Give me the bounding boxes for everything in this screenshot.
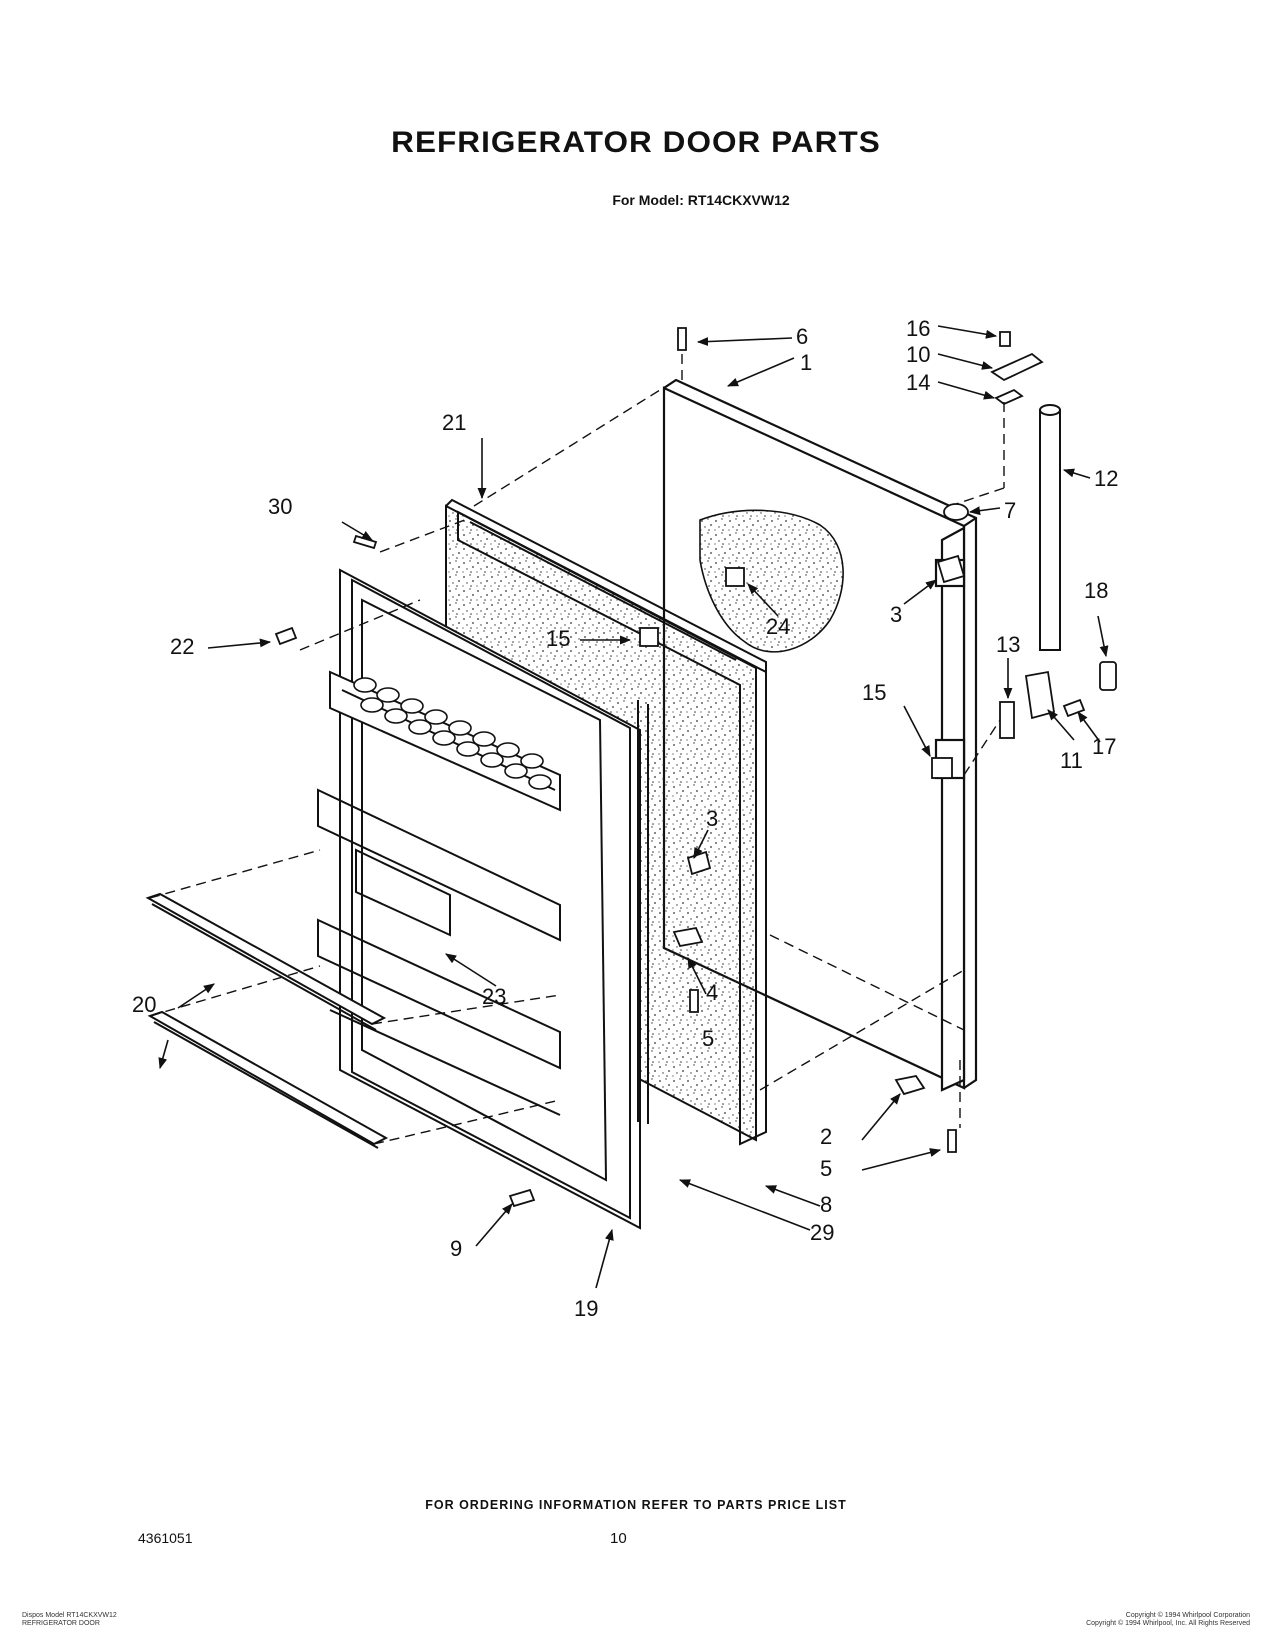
model-subtitle: For Model: RT14CKXVW12	[612, 192, 790, 208]
hinge-pin	[1039, 404, 1061, 651]
callout-labels: 6 1 16 10 14 12 7 3 24 18 13 15 11 17 21…	[132, 316, 1118, 1321]
gasket-strip	[637, 700, 649, 1124]
fine-print-left-line: REFRIGERATOR DOOR	[22, 1620, 100, 1627]
callout-8: 8	[820, 1192, 832, 1217]
page-title: REFRIGERATOR DOOR PARTS	[391, 126, 881, 159]
callout-6: 6	[796, 324, 808, 349]
callout-24: 24	[766, 614, 790, 639]
callout-9: 9	[450, 1236, 462, 1261]
callout-15-left: 15	[546, 626, 570, 651]
callout-7: 7	[1004, 498, 1016, 523]
fine-print-right-line: Copyright © 1994 Whirlpool Corporation	[1125, 1612, 1250, 1619]
callout-16: 16	[906, 316, 930, 341]
callout-11: 11	[1060, 748, 1083, 773]
callout-3-lower: 3	[706, 806, 718, 831]
hardware	[274, 327, 1117, 1208]
callout-12: 12	[1094, 466, 1118, 491]
fine-print-left-line: Dispos Model RT14CKXVW12	[22, 1612, 117, 1619]
callout-3-upper: 3	[890, 602, 902, 627]
callout-10: 10	[906, 342, 930, 367]
callout-13: 13	[996, 632, 1020, 657]
callout-23: 23	[482, 984, 506, 1009]
callout-14: 14	[906, 370, 930, 395]
callout-20: 20	[132, 992, 156, 1017]
callout-2: 2	[820, 1124, 832, 1149]
shelf-bars	[145, 892, 389, 1149]
document-number: 4361051	[138, 1530, 193, 1546]
fine-print-left: Dispos Model RT14CKXVW12 REFRIGERATOR DO…	[22, 1612, 117, 1628]
callout-18: 18	[1084, 578, 1108, 603]
callout-19: 19	[574, 1296, 598, 1321]
page-number: 10	[610, 1530, 627, 1547]
fine-print-right-line: Copyright © 1994 Whirlpool, Inc. All Rig…	[1086, 1620, 1250, 1627]
callout-17: 17	[1092, 734, 1116, 759]
callout-5-right: 5	[820, 1156, 832, 1181]
callout-22: 22	[170, 634, 194, 659]
assembly-lines	[149, 354, 1005, 1145]
leader-lines	[158, 325, 1109, 1289]
callout-15-right: 15	[862, 680, 886, 705]
inner-door-liner	[317, 568, 641, 1230]
fine-print-right: Copyright © 1994 Whirlpool Corporation C…	[1086, 1612, 1250, 1628]
callout-4: 4	[706, 980, 718, 1005]
ordering-note: FOR ORDERING INFORMATION REFER TO PARTS …	[425, 1498, 847, 1512]
callout-5-lower: 5	[702, 1026, 714, 1051]
callout-1: 1	[800, 350, 812, 375]
callout-30: 30	[268, 494, 292, 519]
callout-29: 29	[810, 1220, 834, 1245]
callout-21: 21	[442, 410, 466, 435]
